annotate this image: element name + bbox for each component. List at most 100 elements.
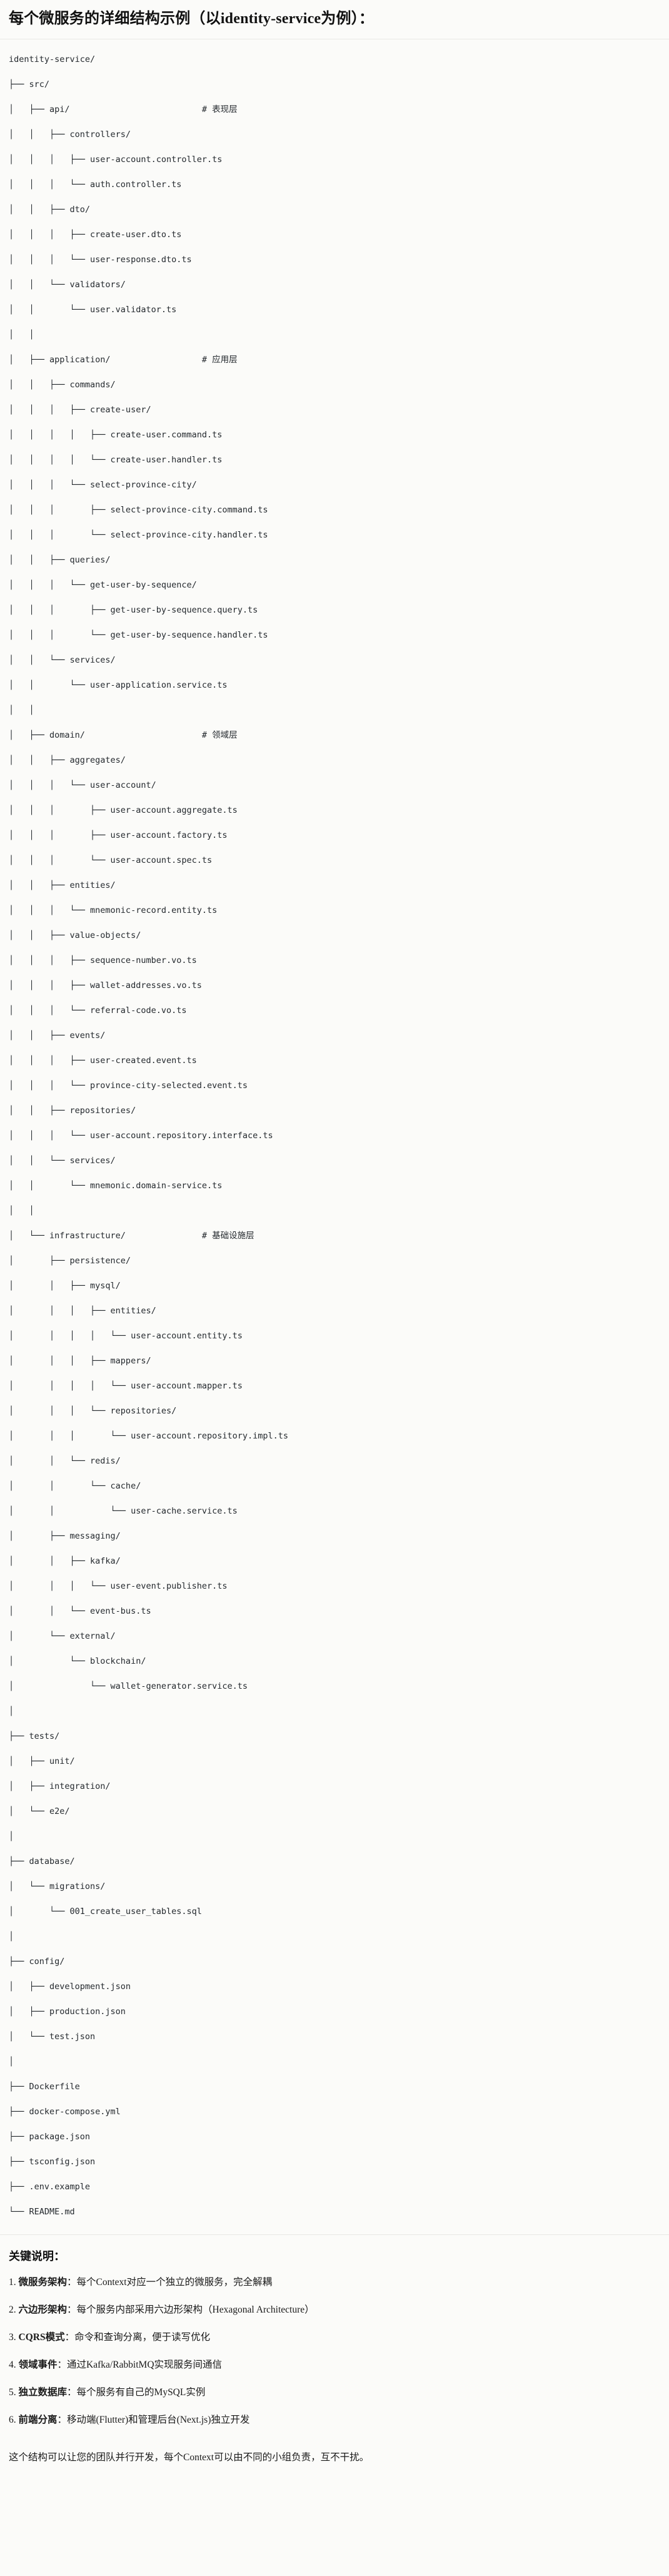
tree-line: │ │ │ └── user-account/ <box>9 780 156 791</box>
tree-line: identity-service/ <box>9 54 96 65</box>
tree-line: │ │ │ └── mnemonic-record.entity.ts <box>9 905 218 916</box>
tree-line: │ │ │ └── user-account.repository.interf… <box>9 1131 273 1141</box>
key-note-text: 每个服务有自己的MySQL实例 <box>76 2387 206 2398</box>
key-note-text: 每个服务内部采用六边形架构（Hexagonal Architecture） <box>76 2304 314 2316</box>
tree-line: │ │ <box>9 1206 34 1216</box>
tree-line: │ │ └── validators/ <box>9 280 126 290</box>
tree-line: │ │ ├── commands/ <box>9 380 116 390</box>
tree-line: │ │ <box>9 330 34 340</box>
tree-line: ├── tsconfig.json <box>9 2157 96 2167</box>
key-note-term: 前端分离 <box>18 2415 58 2426</box>
tree-line: ├── .env.example <box>9 2182 91 2192</box>
tree-line: │ ├── messaging/ <box>9 1531 121 1542</box>
key-note-index: 6. <box>9 2415 19 2426</box>
closing-paragraph: 这个结构可以让您的团队并行开发，每个Context可以由不同的小组负责，互不干扰… <box>9 2452 370 2463</box>
tree-line: │ │ │ └── select-province-city/ <box>9 480 197 491</box>
tree-line: │ │ │ └── get-user-by-sequence.handler.t… <box>9 630 268 641</box>
tree-line: │ │ │ ├── entities/ <box>9 1306 156 1316</box>
tree-line: │ │ │ └── repositories/ <box>9 1406 177 1417</box>
tree-line: ├── tests/ <box>9 1731 60 1742</box>
directory-tree-block: identity-service/ ├── src/ │ ├── api/ # … <box>0 39 669 2236</box>
directory-tree-code: identity-service/ ├── src/ │ ├── api/ # … <box>9 53 660 2218</box>
tree-line: │ │ └── user-cache.service.ts <box>9 1506 238 1517</box>
tree-line: │ <box>9 2057 14 2067</box>
key-note-term: 独立数据库 <box>18 2387 68 2398</box>
tree-layer-comment: # 表现层 <box>201 104 238 115</box>
tree-line: ├── package.json <box>9 2132 91 2142</box>
tree-line: │ │ │ └── get-user-by-sequence/ <box>9 580 197 591</box>
tree-line: │ ├── application/ # 应用层 <box>9 355 238 365</box>
key-note-text: 通过Kafka/RabbitMQ实现服务间通信 <box>67 2360 223 2371</box>
key-note-separator: ： <box>64 2332 75 2343</box>
tree-line: │ │ │ └── auth.controller.ts <box>9 180 182 190</box>
tree-line: │ │ │ ├── create-user.dto.ts <box>9 230 182 240</box>
tree-line: ├── config/ <box>9 1957 65 1967</box>
key-note-separator: ： <box>57 2360 68 2371</box>
tree-line: │ │ │ ├── user-account.factory.ts <box>9 830 228 841</box>
tree-line: │ │ │ └── user-account.repository.impl.t… <box>9 1431 289 1442</box>
tree-line: │ ├── integration/ <box>9 1781 111 1792</box>
key-notes-heading: 关键说明： <box>9 2250 65 2263</box>
tree-line: │ │ ├── entities/ <box>9 880 116 891</box>
tree-line: │ ├── domain/ # 领域层 <box>9 730 238 741</box>
tree-line: │ │ ├── queries/ <box>9 555 111 566</box>
tree-line: │ ├── persistence/ <box>9 1256 131 1266</box>
tree-line: │ │ ├── kafka/ <box>9 1556 121 1567</box>
tree-line: │ │ │ ├── select-province-city.command.t… <box>9 505 268 516</box>
page-title: 每个微服务的详细结构示例（以identity-service为例）： <box>9 11 375 27</box>
tree-line: │ └── wallet-generator.service.ts <box>9 1681 248 1692</box>
key-note-index: 5. <box>9 2387 19 2398</box>
key-note-text: 移动端(Flutter)和管理后台(Next.js)独立开发 <box>67 2415 250 2426</box>
tree-line: │ │ │ ├── sequence-number.vo.ts <box>9 955 197 966</box>
key-note-item: 1. 微服务架构：每个Context对应一个独立的微服务，完全解耦 <box>9 2275 660 2290</box>
tree-line: │ │ └── redis/ <box>9 1456 121 1467</box>
key-note-index: 2. <box>9 2304 19 2316</box>
key-note-term: CQRS模式 <box>18 2332 65 2343</box>
directory-tree: identity-service/ ├── src/ │ ├── api/ # … <box>9 53 660 2218</box>
key-note-term: 领域事件 <box>18 2360 58 2371</box>
tree-line: │ │ │ │ └── user-account.entity.ts <box>9 1331 243 1341</box>
tree-line: │ │ │ └── user-account.spec.ts <box>9 855 213 866</box>
tree-line: │ │ │ ├── create-user/ <box>9 405 151 415</box>
tree-line: ├── Dockerfile <box>9 2082 80 2092</box>
tree-line: │ │ ├── aggregates/ <box>9 755 126 766</box>
tree-line: │ │ │ │ └── user-account.mapper.ts <box>9 1381 243 1392</box>
tree-line: │ │ └── user-application.service.ts <box>9 680 228 691</box>
key-note-term: 六边形架构 <box>18 2304 68 2316</box>
tree-line: │ └── infrastructure/ # 基础设施层 <box>9 1231 254 1241</box>
key-note-separator: ： <box>67 2277 77 2288</box>
tree-line: │ │ └── mnemonic.domain-service.ts <box>9 1181 223 1191</box>
tree-line: │ │ <box>9 705 34 716</box>
key-note-index: 3. <box>9 2332 19 2343</box>
tree-layer-comment: # 应用层 <box>201 355 238 365</box>
key-note-term: 微服务架构 <box>18 2277 68 2288</box>
key-note-index: 1. <box>9 2277 19 2288</box>
tree-line: │ │ │ └── user-response.dto.ts <box>9 255 192 265</box>
tree-line: │ │ │ └── select-province-city.handler.t… <box>9 530 268 541</box>
key-note-separator: ： <box>67 2387 77 2398</box>
tree-layer-comment: # 领域层 <box>201 730 238 741</box>
key-note-separator: ： <box>57 2415 68 2426</box>
tree-line: │ │ └── services/ <box>9 655 116 666</box>
tree-line: │ │ │ │ └── create-user.handler.ts <box>9 455 223 466</box>
tree-line: │ │ ├── mysql/ <box>9 1281 121 1291</box>
tree-line: ├── database/ <box>9 1856 75 1867</box>
tree-line: │ ├── api/ # 表现层 <box>9 104 238 115</box>
tree-line: │ └── blockchain/ <box>9 1656 146 1667</box>
tree-line: │ │ │ │ ├── create-user.command.ts <box>9 430 223 440</box>
tree-line: │ │ │ └── referral-code.vo.ts <box>9 1005 187 1016</box>
tree-line: │ ├── unit/ <box>9 1756 75 1767</box>
tree-line: │ │ ├── dto/ <box>9 205 91 215</box>
title-bar: 每个微服务的详细结构示例（以identity-service为例）： <box>0 0 669 40</box>
tree-line: │ │ │ ├── user-account.controller.ts <box>9 155 223 165</box>
tree-line: ├── docker-compose.yml <box>9 2107 121 2117</box>
tree-line: │ ├── production.json <box>9 2007 126 2017</box>
page-root: 每个微服务的详细结构示例（以identity-service为例）： ident… <box>0 0 669 2463</box>
tree-line: │ │ │ └── province-city-selected.event.t… <box>9 1081 248 1091</box>
tree-line: │ │ │ ├── user-created.event.ts <box>9 1056 197 1066</box>
key-note-item: 2. 六边形架构：每个服务内部采用六边形架构（Hexagonal Archite… <box>9 2303 660 2318</box>
key-note-text: 每个Context对应一个独立的微服务，完全解耦 <box>76 2277 273 2288</box>
tree-line: │ │ └── cache/ <box>9 1481 141 1492</box>
